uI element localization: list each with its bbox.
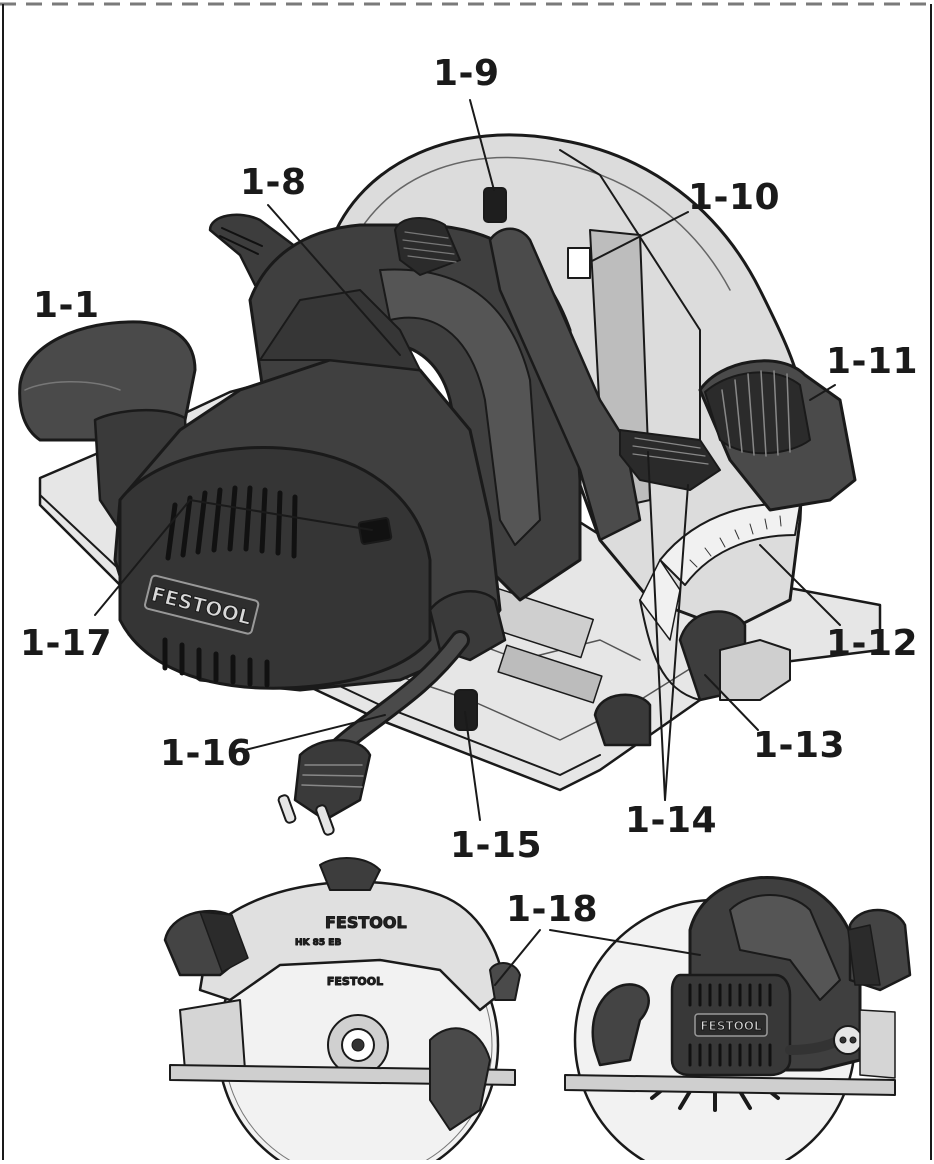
leader-1-17 [94, 499, 191, 616]
label-1-13: 1-13 [753, 725, 846, 766]
power-plug [293, 738, 372, 822]
leader-1-18b [549, 929, 701, 956]
leader-1-13 [704, 674, 759, 731]
label-1-16: 1-16 [160, 733, 253, 774]
label-1-14: 1-14 [625, 800, 718, 841]
motor-brand-small: FESTOOL [700, 1019, 762, 1033]
label-1-10: 1-10 [688, 177, 781, 218]
side-view-right: FESTOOL [564, 875, 912, 1164]
leader-1-16 [244, 714, 386, 751]
leader-1-15 [464, 711, 481, 821]
leader-1-14a [647, 451, 666, 801]
leader-1-17b [189, 499, 373, 531]
label-1-11: 1-11 [826, 341, 919, 382]
label-1-18: 1-18 [506, 889, 599, 930]
leader-1-14b [664, 484, 689, 801]
leader-1-18a [494, 929, 541, 986]
label-1-15: 1-15 [450, 825, 543, 866]
label-1-8: 1-8 [240, 162, 307, 203]
guard-model: HK 85 EB [295, 938, 341, 948]
side-view-left: FESTOOL FESTOOL HK 85 EB [163, 857, 521, 1164]
leader-1-8 [267, 204, 401, 356]
label-1-9: 1-9 [433, 53, 500, 94]
leader-1-12 [759, 544, 841, 626]
label-1-12: 1-12 [826, 623, 919, 664]
leader-1-9 [469, 99, 495, 191]
label-1-17: 1-17 [20, 623, 113, 664]
guard-brand: FESTOOL [325, 913, 407, 932]
label-1-1: 1-1 [33, 285, 100, 326]
blade-brand: FESTOOL [327, 975, 383, 988]
leader-lines [94, 99, 841, 986]
main-saw: FESTOOL [18, 133, 882, 836]
leader-1-11 [809, 384, 836, 401]
leader-1-10 [589, 211, 689, 263]
